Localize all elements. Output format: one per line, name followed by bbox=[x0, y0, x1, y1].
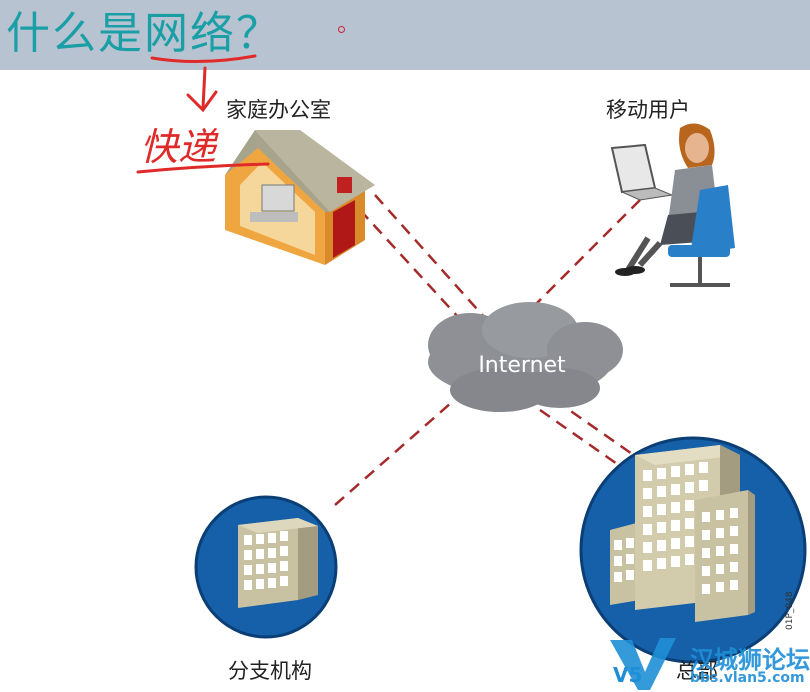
label-home-office: 家庭办公室 bbox=[226, 98, 331, 122]
watermark-logo-icon bbox=[610, 638, 676, 690]
house-icon bbox=[225, 130, 375, 265]
watermark-logo-text: V5 bbox=[613, 663, 642, 687]
label-branch: 分支机构 bbox=[228, 659, 312, 683]
internet-label: Internet bbox=[478, 353, 566, 378]
handwriting-annotation bbox=[136, 54, 270, 174]
figure-code: 01P_048 bbox=[785, 591, 795, 630]
label-mobile-user: 移动用户 bbox=[606, 98, 690, 122]
buildings-icon bbox=[579, 436, 807, 664]
handwritten-note: 快递 bbox=[140, 125, 219, 169]
link-home-internet-a bbox=[359, 209, 471, 331]
building-icon bbox=[194, 495, 338, 639]
cloud-icon bbox=[428, 302, 623, 412]
page-title: 什么是网络？ bbox=[6, 8, 282, 59]
label-headquarters: 总部 bbox=[676, 659, 718, 683]
link-home-internet-b bbox=[374, 194, 486, 319]
underline-stroke bbox=[150, 54, 257, 64]
title-bar bbox=[0, 0, 810, 70]
watermark-url: bbs.vlan5.com bbox=[690, 670, 805, 686]
laptop-user-icon bbox=[610, 123, 735, 287]
link-mobile-internet bbox=[524, 199, 641, 316]
link-branch-internet bbox=[334, 394, 461, 506]
arrow-head-stroke bbox=[186, 90, 218, 113]
underline-lower-stroke bbox=[136, 162, 270, 174]
watermark-text: 汉城狮论坛 bbox=[690, 646, 810, 674]
down-arrow-stroke bbox=[201, 66, 207, 110]
laser-pointer-dot bbox=[338, 26, 345, 33]
